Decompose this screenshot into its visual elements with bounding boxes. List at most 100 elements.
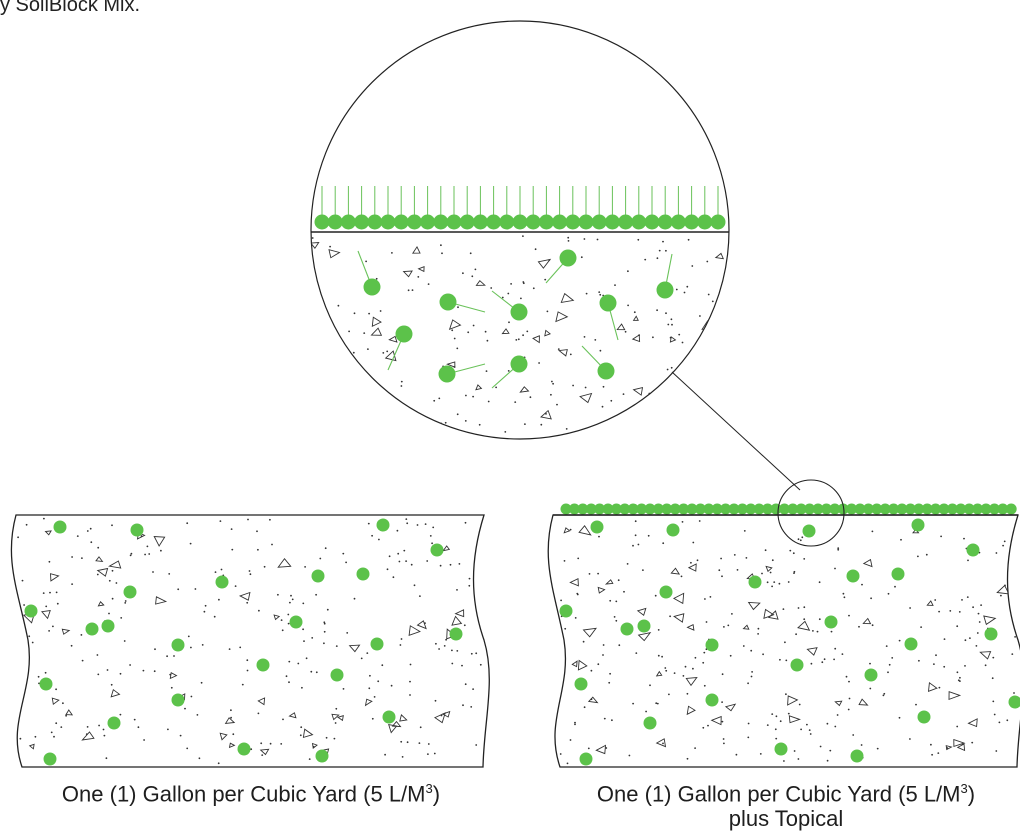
mix-particle [774, 742, 788, 756]
mix-particle [449, 627, 463, 641]
aggregate-triangle [687, 563, 697, 572]
speckle [572, 384, 574, 387]
speckle [204, 604, 207, 607]
speckle [190, 695, 193, 698]
mix-particle [559, 249, 577, 267]
topical-bead [636, 503, 648, 515]
speckle [280, 743, 283, 745]
magnified-view [310, 20, 730, 440]
speckle [440, 244, 442, 247]
speckle [599, 293, 602, 296]
speckle [848, 614, 850, 617]
speckle [559, 753, 562, 755]
speckle [166, 655, 169, 658]
speckle [937, 752, 940, 754]
speckle [410, 563, 413, 566]
topical-bead [618, 214, 634, 230]
speckle [234, 585, 237, 587]
speckle [335, 645, 338, 647]
mix-particle [130, 523, 144, 537]
speckle [400, 638, 403, 640]
speckle [52, 625, 54, 628]
speckle [773, 581, 776, 583]
speckle [601, 405, 604, 408]
topical-bead [499, 214, 515, 230]
speckle [812, 630, 814, 632]
speckle [508, 321, 510, 324]
speckle [569, 739, 572, 741]
topical-bead [972, 503, 984, 515]
speckle [585, 292, 588, 295]
speckle [938, 686, 941, 689]
speckle [323, 642, 325, 645]
mix-particle [256, 658, 270, 672]
speckle [964, 639, 967, 642]
speckle [50, 731, 53, 734]
speckle [656, 257, 659, 260]
speckle [909, 607, 911, 609]
speckle [980, 604, 982, 606]
speckle [735, 753, 738, 756]
speckle [563, 560, 566, 562]
speckle [810, 662, 813, 665]
aggregate-triangle [417, 266, 425, 273]
aggregate-triangle [926, 600, 934, 606]
speckle [462, 272, 464, 275]
speckle [468, 584, 471, 587]
speckle [325, 418, 328, 421]
speckle [551, 380, 553, 383]
speckle [17, 536, 19, 539]
speckle [419, 726, 422, 729]
speckle [487, 400, 490, 403]
mix-particle [984, 627, 998, 641]
speckle [438, 397, 441, 400]
speckle [310, 670, 313, 673]
speckle [934, 599, 937, 601]
mix-particle [439, 293, 457, 311]
speckle [291, 598, 294, 601]
mix-particle [171, 693, 185, 707]
topical-bead [486, 214, 502, 230]
speckle [681, 341, 684, 344]
speckle [311, 371, 312, 373]
speckle [260, 742, 263, 745]
topical-bead [512, 214, 528, 230]
speckle [771, 559, 774, 562]
speckle [418, 742, 421, 744]
speckle [143, 739, 146, 741]
speckle [148, 553, 151, 555]
speckle [472, 688, 474, 690]
topical-bead [736, 503, 748, 515]
speckle [834, 647, 837, 650]
speckle [978, 621, 981, 623]
aggregate-triangle [747, 601, 761, 611]
aggregate-triangle [979, 651, 992, 660]
speckle [775, 715, 778, 718]
aggregate-triangle [569, 577, 579, 587]
speckle [843, 596, 846, 599]
speckle [708, 347, 711, 349]
speckle [441, 252, 443, 255]
topical-bead [669, 503, 681, 515]
mix-particle [824, 615, 838, 629]
speckle [957, 679, 960, 682]
topical-bead [913, 503, 925, 515]
speckle [943, 638, 946, 640]
speckle [377, 680, 380, 683]
speckle [757, 627, 760, 630]
aggregate-triangle [51, 697, 60, 705]
speckle [300, 726, 303, 729]
speckle [580, 256, 583, 259]
speckle [108, 579, 111, 582]
speckle [887, 592, 890, 595]
aggregate-triangle [632, 387, 644, 396]
speckle [108, 612, 110, 615]
speckle [432, 526, 435, 529]
speckle [721, 701, 723, 703]
speckle [43, 517, 45, 520]
topical-bead [657, 214, 673, 230]
aggregate-triangle [806, 647, 818, 656]
mix-particle [966, 543, 980, 557]
aggregate-triangle [616, 323, 626, 331]
speckle [576, 592, 579, 595]
